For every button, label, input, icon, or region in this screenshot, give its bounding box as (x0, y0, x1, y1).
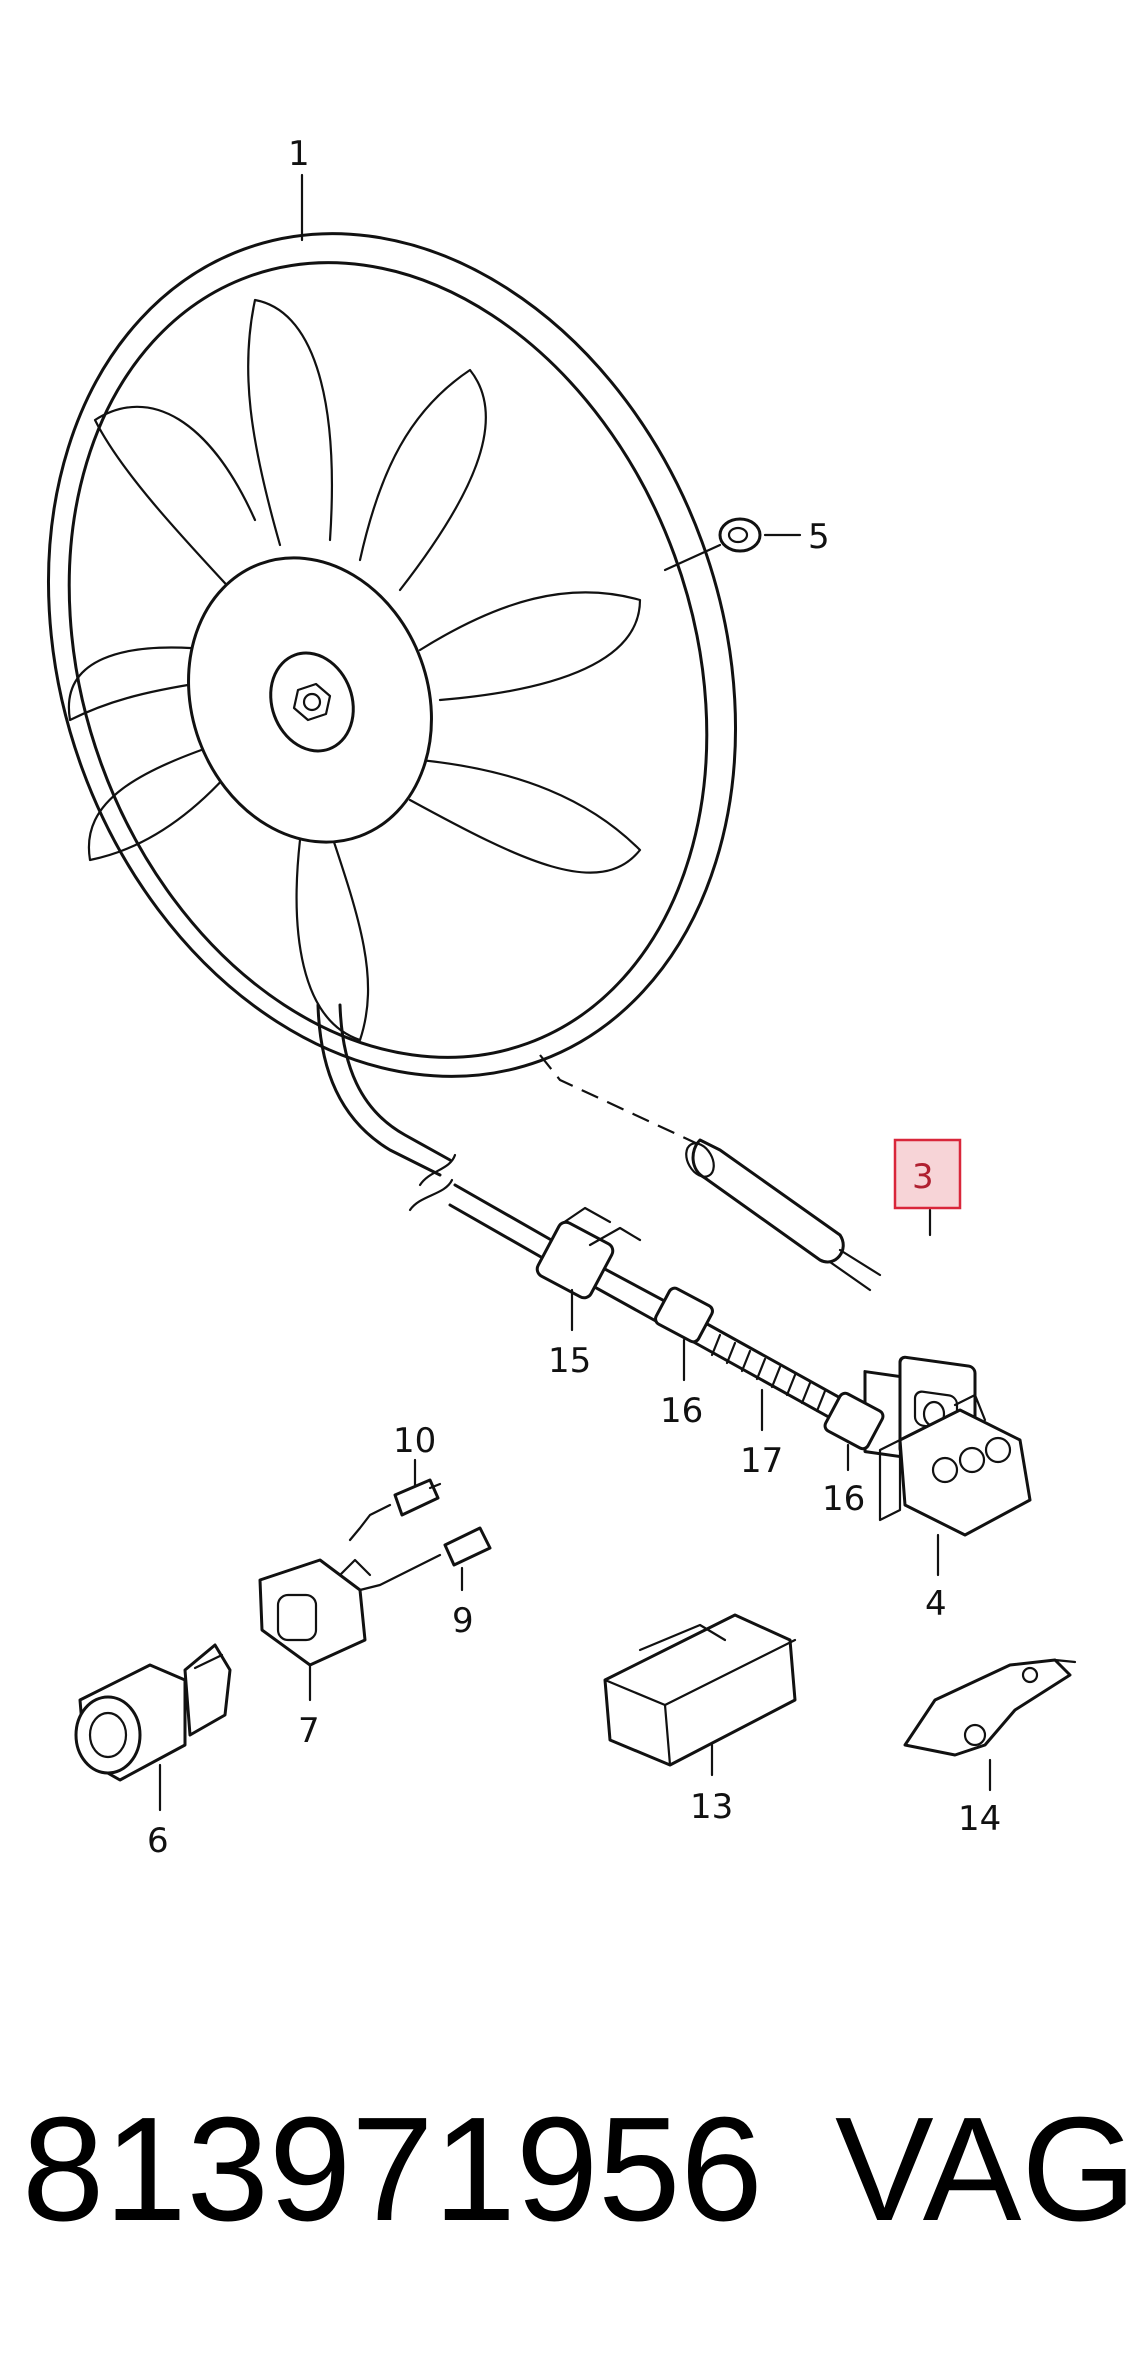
callout-4: 4 (925, 1584, 947, 1624)
wiring-harness (408, 1153, 885, 1451)
callout-16b: 16 (822, 1479, 865, 1519)
pin-part-9 (358, 1526, 492, 1592)
callout-3: 3 (912, 1157, 934, 1197)
callout-17: 17 (740, 1441, 783, 1481)
connector-part-7 (258, 1558, 372, 1667)
switch-part-6 (74, 1643, 232, 1782)
caption: 813971956 VAG (0, 2085, 1148, 2255)
callout-3-highlight (893, 1138, 962, 1210)
pin-part-10 (348, 1458, 442, 1542)
connector-part-4 (878, 1393, 1032, 1537)
callout-9: 9 (452, 1601, 474, 1641)
bracket-part-14 (903, 1658, 1077, 1792)
callout-6: 6 (147, 1821, 169, 1861)
callout-5: 5 (808, 517, 830, 557)
parts-diagram: 1 5 3 (47, 134, 1077, 1861)
callout-13: 13 (690, 1787, 733, 1827)
callout-7: 7 (298, 1711, 320, 1751)
relay-part-13 (603, 1613, 797, 1767)
callout-16a: 16 (660, 1391, 703, 1431)
callout-10: 10 (393, 1421, 436, 1461)
callout-15: 15 (548, 1341, 591, 1381)
part-number: 813971956 (22, 2087, 763, 2252)
nut-part-5 (663, 517, 802, 572)
callout-14: 14 (958, 1799, 1001, 1839)
brand-name: VAG (835, 2087, 1137, 2252)
fan-assembly (47, 232, 737, 1177)
callout-1: 1 (288, 134, 310, 174)
